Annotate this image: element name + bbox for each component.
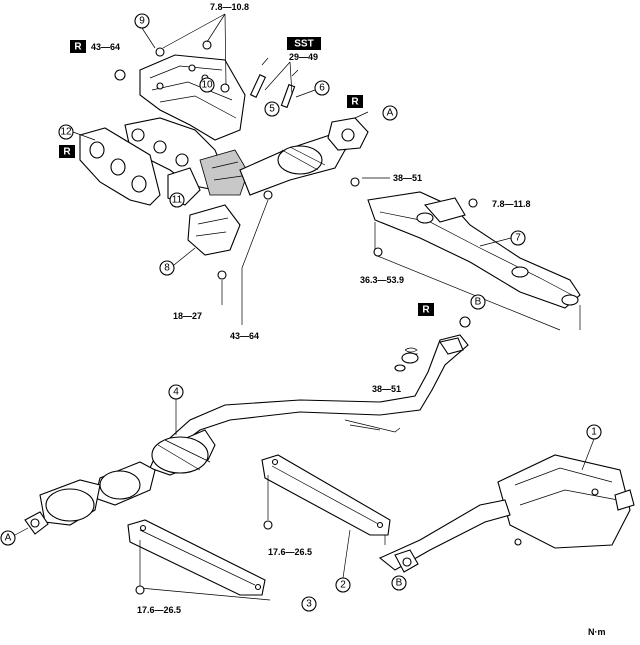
torque-bracket-stud: 43—64 xyxy=(230,331,259,341)
torque-front-pipe-nut: 38—51 xyxy=(372,384,401,394)
replace-tag-text: R xyxy=(351,97,359,108)
svg-text:1: 1 xyxy=(591,427,597,438)
front-pipe-gasket-and-spring xyxy=(394,316,471,372)
replace-tag-top-left: R xyxy=(70,40,86,53)
oxygen-sensor-front xyxy=(249,57,269,98)
svg-text:4: 4 xyxy=(173,387,179,398)
oxygen-sensor-rear xyxy=(280,69,299,109)
svg-text:5: 5 xyxy=(269,104,275,115)
support-bracket-rear xyxy=(261,454,391,545)
torque-bolts-insulator: 7.8—10.8 xyxy=(210,2,249,12)
replace-tag-flange: R xyxy=(347,95,363,108)
callout-2: 2 xyxy=(335,529,351,593)
bolts-manifold xyxy=(114,40,360,280)
support-bracket-front xyxy=(127,519,271,601)
callout-7: 7 xyxy=(479,230,526,247)
torque-manifold-nut: 43—64 xyxy=(91,42,120,52)
nut-43-64 xyxy=(114,69,126,81)
crossmember xyxy=(367,191,581,331)
callout-9: 9 xyxy=(134,13,156,49)
svg-text:2: 2 xyxy=(340,580,346,591)
replace-tag-text: R xyxy=(422,305,430,316)
connector-a-bottom: A xyxy=(0,527,29,546)
callout-10: 10 xyxy=(199,77,215,93)
torque-flange-nut: 38—51 xyxy=(393,173,422,183)
manifold-bracket xyxy=(187,204,241,256)
replace-tag-text: R xyxy=(74,42,82,53)
torque-rear-bracket: 17.6—26.5 xyxy=(268,547,312,557)
callout-1: 1 xyxy=(581,424,602,471)
svg-text:11: 11 xyxy=(172,195,183,206)
svg-text:10: 10 xyxy=(201,80,213,91)
special-tool-tag-text: SST xyxy=(294,39,313,50)
main-silencer xyxy=(378,454,635,573)
connector-b-top: B xyxy=(470,294,486,310)
callout-8: 8 xyxy=(159,247,196,276)
svg-text:A: A xyxy=(5,533,12,544)
replace-tag-text: R xyxy=(63,147,71,158)
manifold-gasket xyxy=(79,127,161,206)
replace-tag-front-pipe: R xyxy=(418,303,434,316)
torque-bracket-bolt: 18—27 xyxy=(173,311,202,321)
special-tool-tag: SST xyxy=(287,37,321,50)
svg-text:9: 9 xyxy=(139,16,145,27)
svg-text:7: 7 xyxy=(515,233,521,244)
callout-6: 6 xyxy=(295,80,330,98)
torque-front-bracket: 17.6—26.5 xyxy=(137,605,181,615)
replace-tag-gasket: R xyxy=(59,145,75,158)
callout-4: 4 xyxy=(168,384,184,435)
unit-label: N·m xyxy=(588,627,606,637)
manifold-outlet-flange xyxy=(327,117,369,151)
torque-crossmember-bolt: 36.3—53.9 xyxy=(360,275,404,285)
bracket-bolts xyxy=(135,520,273,595)
svg-text:B: B xyxy=(396,578,403,589)
callout-3: 3 xyxy=(301,596,317,612)
svg-text:A: A xyxy=(387,108,394,119)
callout-12: 12 xyxy=(58,124,96,141)
torque-crossmember-small: 7.8—11.8 xyxy=(492,199,531,209)
svg-text:6: 6 xyxy=(319,83,325,94)
front-pipe-assembly xyxy=(24,334,469,535)
callout-11: 11 xyxy=(169,192,185,208)
svg-text:B: B xyxy=(475,297,482,308)
connector-b-bottom: B xyxy=(391,575,407,591)
torque-oxygen-sensor: 29—49 xyxy=(289,52,318,62)
svg-text:12: 12 xyxy=(60,127,72,138)
leader-lines-top xyxy=(162,13,390,325)
svg-text:3: 3 xyxy=(306,599,312,610)
crossmember-bolts xyxy=(373,198,478,257)
svg-text:8: 8 xyxy=(164,263,170,274)
callout-5: 5 xyxy=(264,101,280,117)
connector-a-top: A xyxy=(382,105,398,121)
